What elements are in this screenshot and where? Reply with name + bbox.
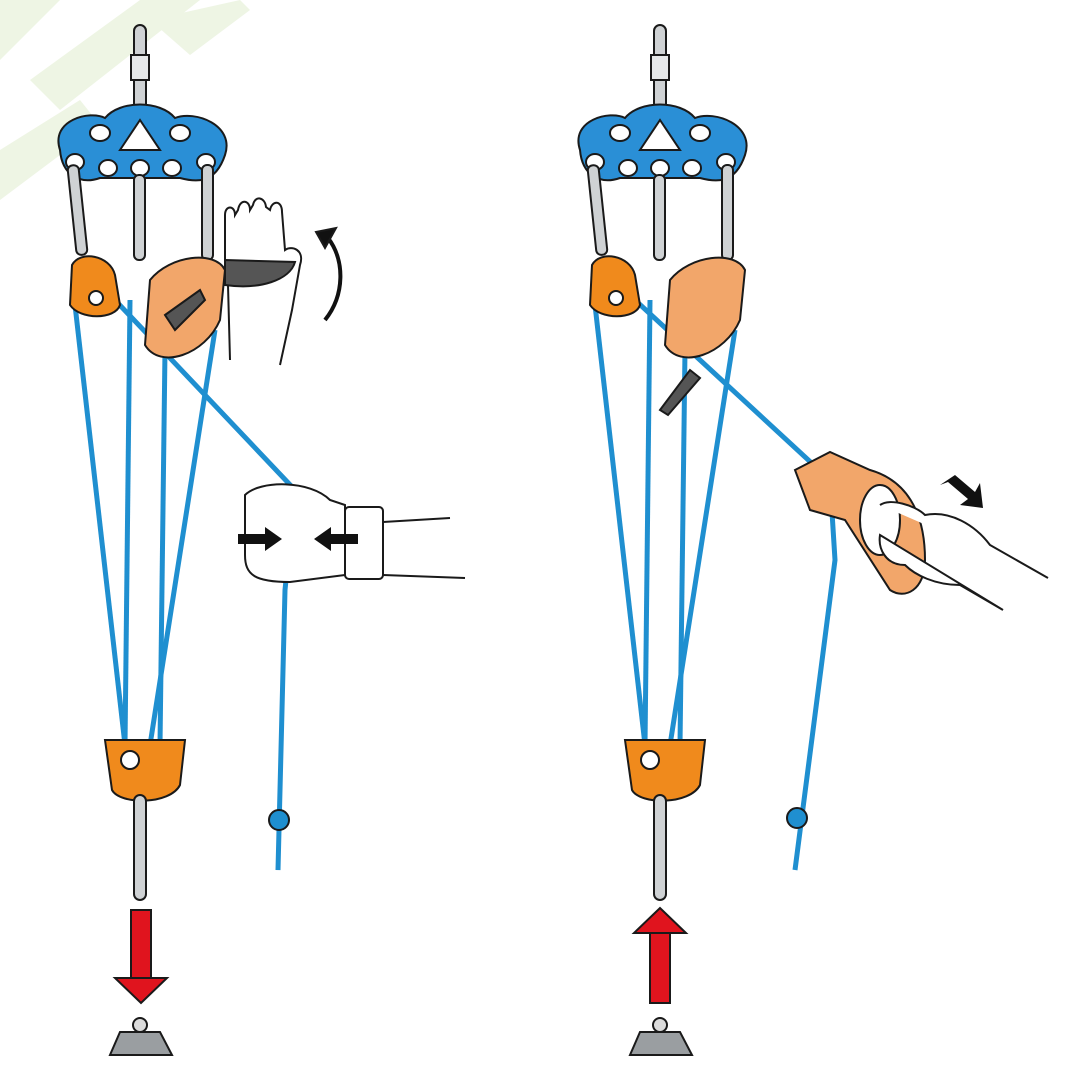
carabiner-right [201, 164, 214, 261]
rope-knot [786, 807, 808, 829]
anchor-sleeve [130, 54, 150, 81]
carabiner-left [66, 164, 89, 256]
panel-haul [577, 24, 1049, 1056]
load-connector [133, 794, 147, 901]
gripping-hand-icon [878, 501, 1049, 611]
rotate-arrow-icon [323, 236, 343, 322]
pulley-bottom [103, 739, 187, 802]
load-arrow-up [631, 906, 689, 1004]
load-arrow-down [112, 909, 170, 1005]
pulley-top [68, 255, 122, 318]
load-weight [628, 1017, 694, 1056]
carabiner-center [133, 174, 146, 261]
rope-knot [268, 809, 290, 831]
squeeze-arrows-icon [238, 527, 358, 551]
pull-arrow-icon [940, 475, 983, 508]
rope-strands [592, 298, 838, 871]
rope-strands [72, 298, 298, 871]
panel-release [57, 24, 466, 1056]
load-weight [108, 1017, 174, 1056]
